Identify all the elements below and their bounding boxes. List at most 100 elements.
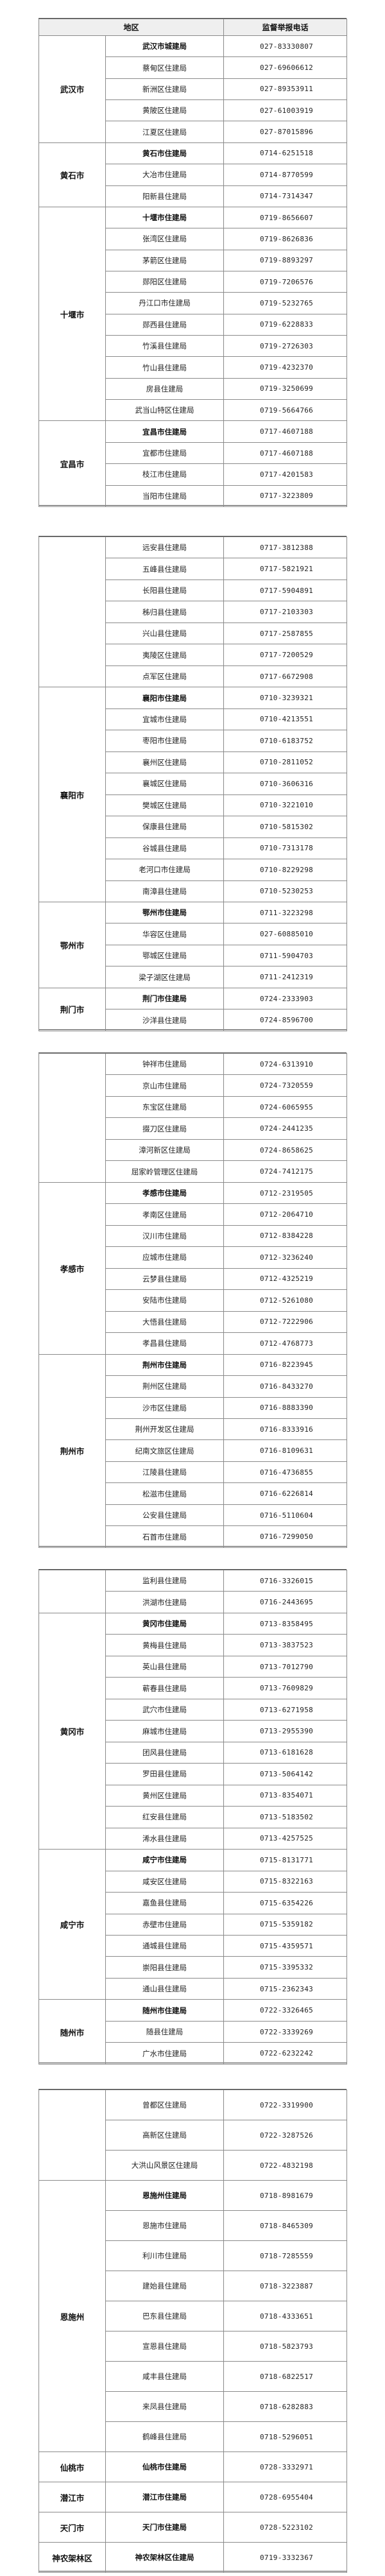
office-name: 蕲春县住建局 — [105, 1677, 224, 1699]
office-name: 咸宁市住建局 — [105, 1849, 224, 1871]
office-name: 东宝区住建局 — [105, 1095, 224, 1119]
office-name: 罗田县住建局 — [105, 1763, 224, 1785]
office-name: 樊城区住建局 — [105, 794, 224, 817]
phone-number: 0719-4232370 — [223, 356, 348, 379]
region-cell — [38, 2090, 106, 2181]
region-cell: 神农架林区 — [38, 2542, 106, 2573]
phone-number: 0718-3223887 — [223, 2271, 347, 2301]
office-name: 公安县住建局 — [105, 1504, 224, 1527]
phone-number: 0712-7222906 — [223, 1310, 347, 1334]
region-cell: 荆门市 — [38, 987, 106, 1031]
phone-number: 0710-2811052 — [223, 751, 347, 774]
phone-number: 0722-3287526 — [223, 2120, 347, 2151]
phone-number: 0710-7313178 — [223, 837, 347, 860]
office-name: 丹江口市住建局 — [105, 292, 225, 314]
office-name: 鄂州市住建局 — [105, 901, 224, 924]
office-name: 江陵县住建局 — [105, 1461, 224, 1484]
phone-number: 0728-3332971 — [223, 2451, 347, 2482]
office-name: 鹤峰县住建局 — [105, 2421, 224, 2452]
office-name: 汉川市住建局 — [105, 1224, 224, 1248]
office-name: 神农架林区住建局 — [105, 2542, 224, 2573]
phone-number: 0724-6065955 — [223, 1095, 347, 1119]
phone-number: 027-61003919 — [223, 99, 348, 122]
office-name: 张湾区住建局 — [105, 228, 225, 250]
office-name: 江夏区住建局 — [105, 121, 225, 143]
office-name: 恩施州住建局 — [105, 2180, 224, 2211]
phone-number: 0714-7314347 — [223, 185, 348, 207]
phone-number: 0715-3395332 — [223, 1956, 347, 1979]
office-name: 松滋市住建局 — [105, 1482, 224, 1505]
office-name: 来凤县住建局 — [105, 2391, 224, 2422]
phone-number: 0713-8358495 — [223, 1612, 347, 1635]
region-cell: 潜江市 — [38, 2482, 106, 2512]
phone-number: 0718-5823793 — [223, 2331, 347, 2362]
region-cell: 随州市 — [38, 1999, 106, 2065]
office-name: 赤壁市住建局 — [105, 1913, 224, 1936]
phone-number: 0712-4325219 — [223, 1267, 347, 1291]
office-name: 竹山县住建局 — [105, 356, 225, 379]
office-name: 荆州开发区住建局 — [105, 1418, 224, 1441]
phone-number: 0713-4257525 — [223, 1827, 347, 1850]
office-name: 宜昌市住建局 — [105, 420, 225, 443]
region-cell: 天门市 — [38, 2512, 106, 2543]
office-name: 沙洋县住建局 — [105, 1009, 224, 1031]
office-name: 华容区住建局 — [105, 923, 224, 945]
phone-number: 0711-5904703 — [223, 944, 347, 967]
office-name: 通城县住建局 — [105, 1934, 224, 1957]
office-name: 黄州区住建局 — [105, 1784, 224, 1807]
phone-number: 0719-5664766 — [223, 399, 348, 422]
office-name: 宜都市住建局 — [105, 442, 225, 465]
phone-number: 0719-3250699 — [223, 377, 348, 400]
phone-number: 0718-7285559 — [223, 2240, 347, 2271]
region-cell: 十堰市 — [38, 206, 106, 422]
office-name: 广水市住建局 — [105, 2042, 224, 2065]
phone-number: 0719-3332367 — [223, 2542, 347, 2573]
region-cell: 咸宁市 — [38, 1849, 106, 2000]
phone-number: 0717-4201583 — [223, 463, 348, 486]
phone-number: 0716-3326015 — [223, 1569, 347, 1592]
office-name: 孝昌县住建局 — [105, 1332, 224, 1355]
phone-number: 0719-8656607 — [223, 206, 348, 229]
phone-number: 0722-3339269 — [223, 2020, 347, 2043]
phone-number: 0717-4607188 — [223, 420, 348, 443]
phone-number: 0712-5261080 — [223, 1289, 347, 1312]
office-name: 利川市住建局 — [105, 2240, 224, 2271]
phone-number: 0719-2726303 — [223, 335, 348, 357]
office-name: 云梦县住建局 — [105, 1267, 224, 1291]
phone-number: 0715-8131771 — [223, 1849, 347, 1871]
office-name: 竹溪县住建局 — [105, 335, 225, 357]
office-name: 安陆市住建局 — [105, 1289, 224, 1312]
